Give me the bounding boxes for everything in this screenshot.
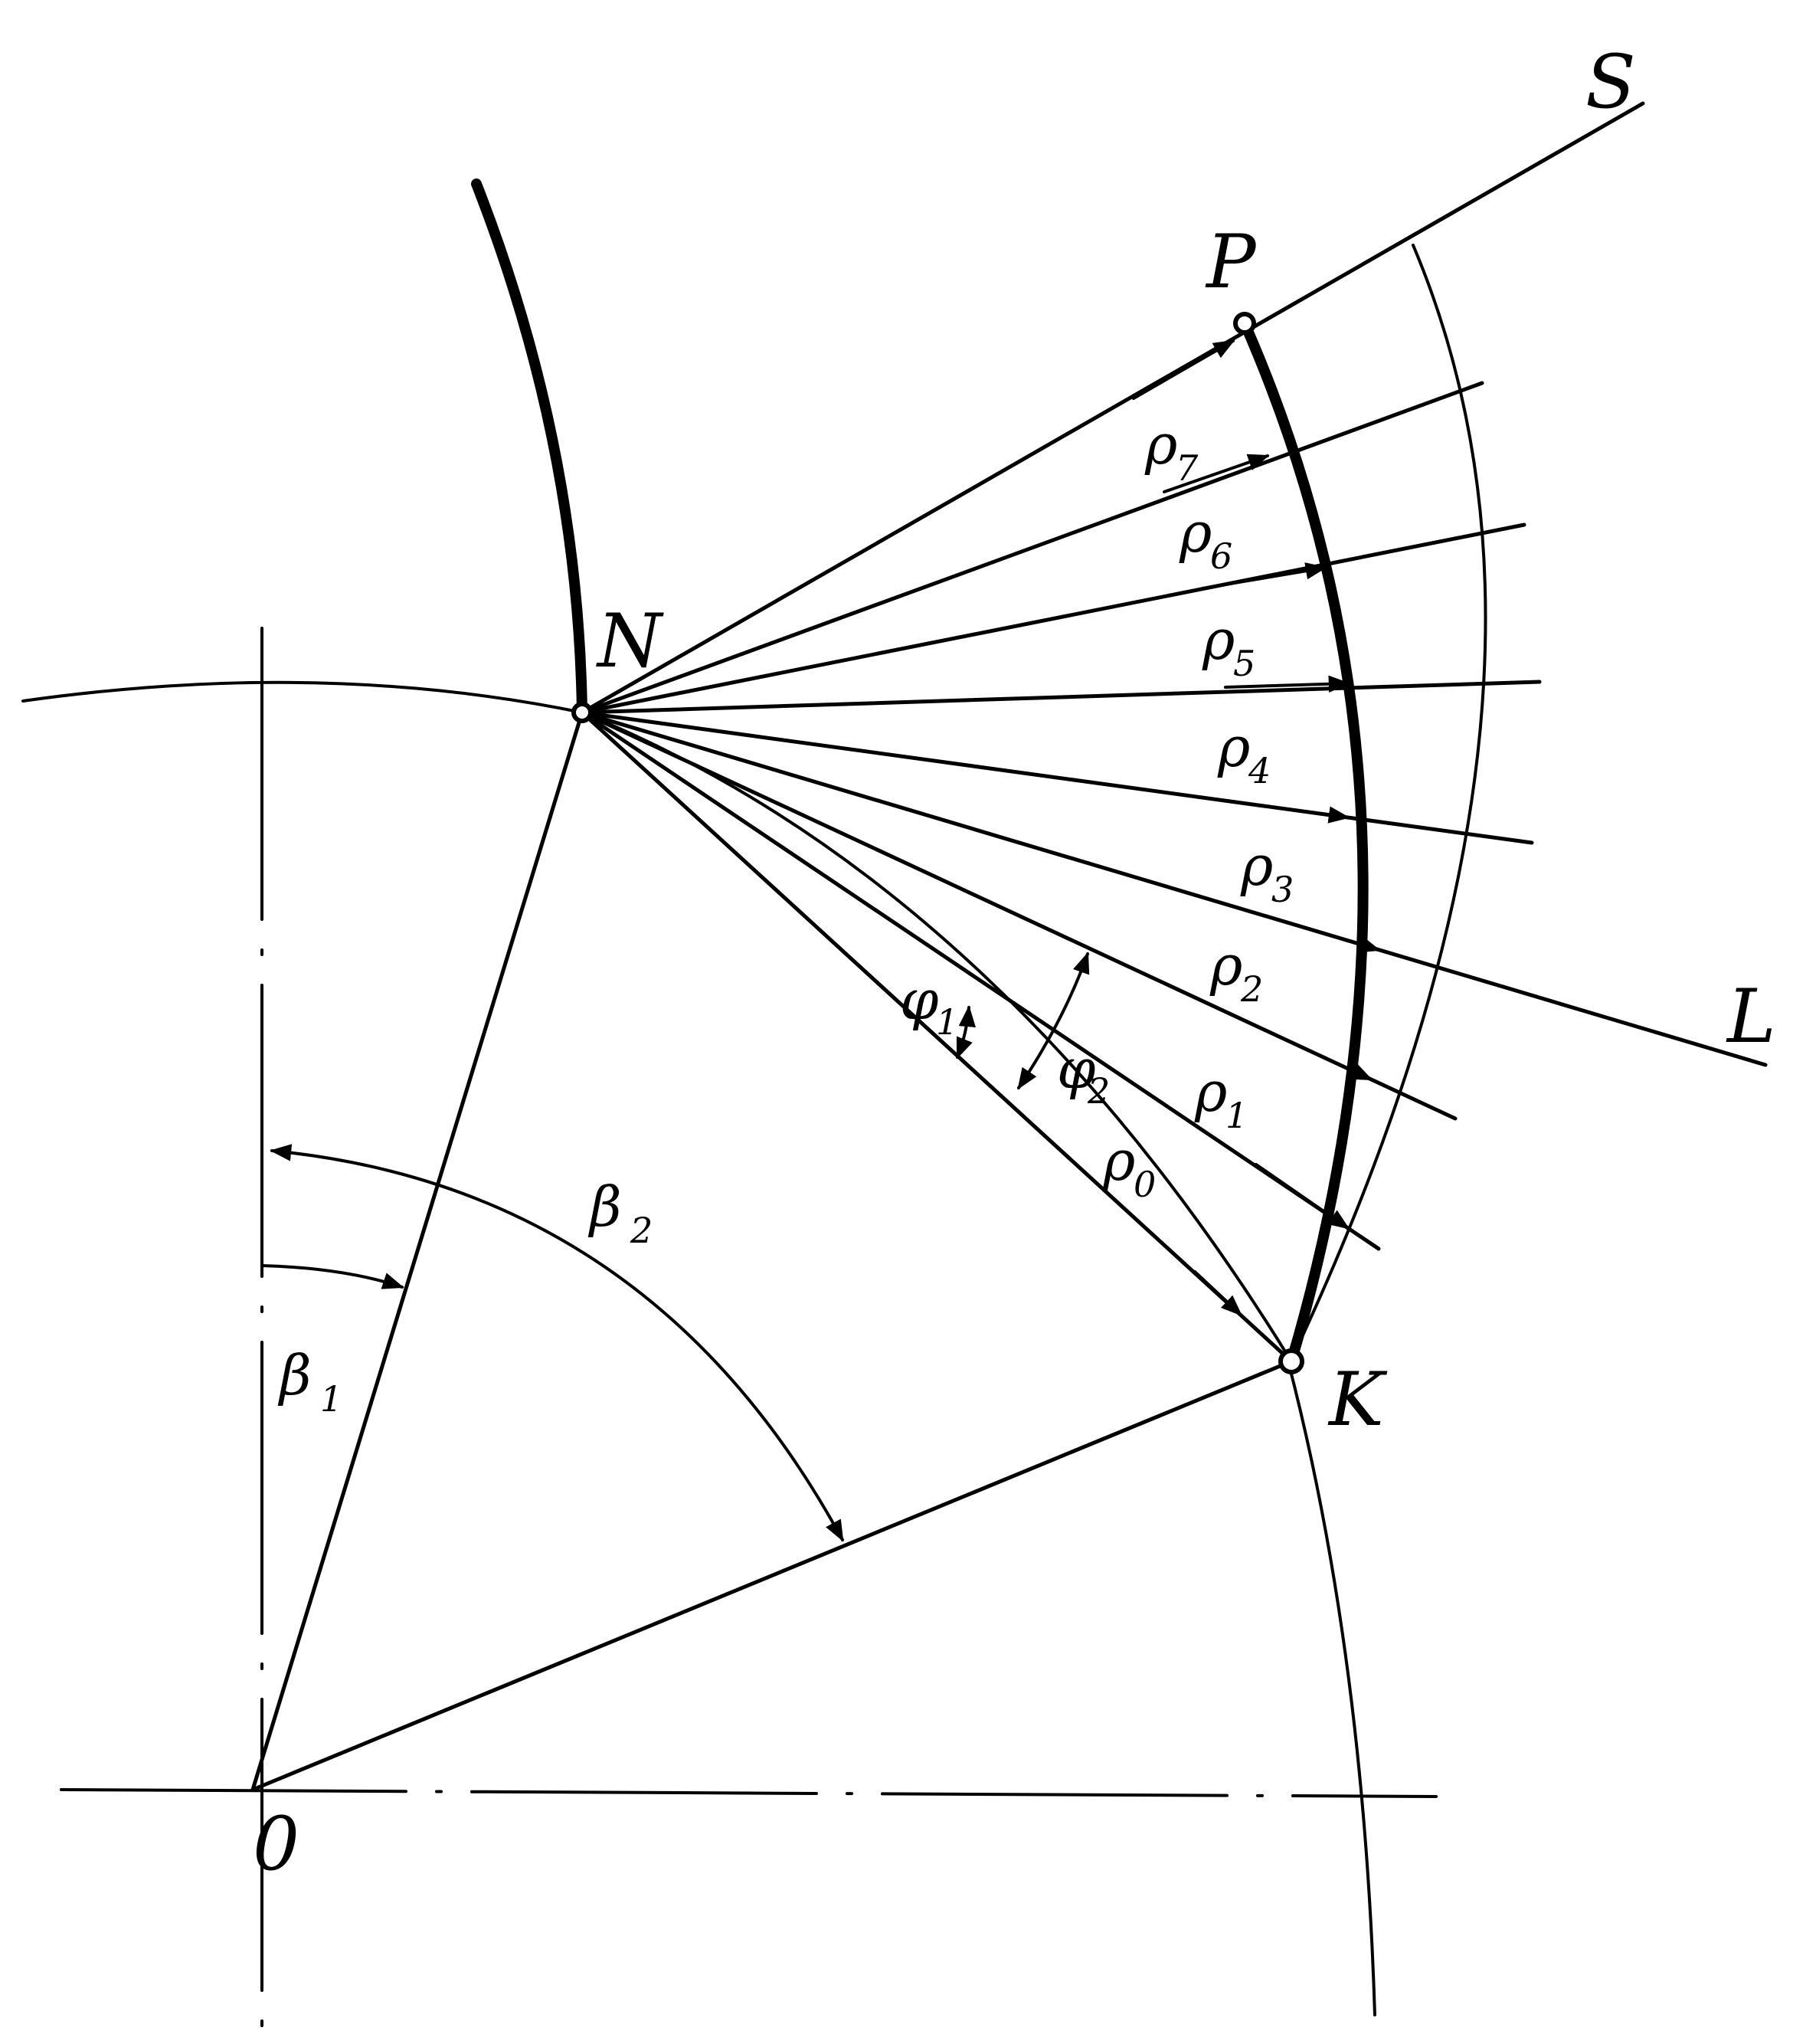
label-p: P	[1205, 219, 1257, 305]
rho-line-5	[580, 680, 1542, 715]
label-k: K	[1327, 1357, 1388, 1443]
rho-arrowheads	[1132, 339, 1381, 1316]
svg-text:0: 0	[1134, 1164, 1156, 1205]
svg-text:ρ: ρ	[1144, 412, 1177, 477]
label-rho-2: ρ 2	[1209, 933, 1263, 1010]
label-beta2: β 2	[587, 1174, 653, 1251]
beta2-arc	[270, 1144, 844, 1542]
rho-line-1	[580, 710, 1381, 1251]
svg-text:ρ: ρ	[1202, 608, 1235, 672]
rho-line-0	[580, 710, 1294, 1364]
circle-arc-through-k	[1285, 1354, 1376, 2016]
radius-o-n	[250, 710, 584, 1792]
label-rho-5: ρ 5	[1202, 608, 1255, 684]
label-n: N	[596, 598, 664, 684]
point-k	[1278, 1348, 1304, 1374]
label-rho-3: ρ 3	[1240, 834, 1294, 910]
label-o: 0	[253, 1801, 299, 1887]
radius-o-k	[250, 1359, 1294, 1792]
line-s	[580, 101, 1645, 715]
svg-text:φ: φ	[900, 968, 939, 1032]
svg-text:1: 1	[936, 1001, 958, 1043]
svg-text:ρ: ρ	[1179, 500, 1212, 565]
rho-fan	[580, 381, 1542, 1364]
label-rho-7: ρ 7	[1144, 412, 1199, 489]
svg-text:β: β	[277, 1343, 312, 1407]
label-rho-6: ρ 6	[1179, 500, 1232, 577]
svg-text:1: 1	[1225, 1095, 1248, 1136]
label-rho-1: ρ 1	[1194, 1060, 1248, 1136]
svg-text:ρ: ρ	[1240, 834, 1273, 898]
phi2-arc	[1017, 952, 1090, 1090]
point-p	[1233, 312, 1256, 335]
phi1-arc	[956, 1005, 977, 1060]
rho-line-7	[580, 381, 1484, 715]
horizontal-axis	[60, 1788, 1438, 1798]
svg-text:2: 2	[1240, 968, 1263, 1010]
circle-arc-through-n	[21, 680, 584, 714]
bold-curve-p-k	[1239, 318, 1369, 1367]
rho-line-6	[580, 522, 1526, 715]
outer-limit-arc	[1301, 244, 1487, 1338]
label-beta1: β 1	[277, 1343, 342, 1420]
svg-text:2: 2	[1087, 1070, 1110, 1112]
svg-text:ρ: ρ	[1102, 1128, 1135, 1193]
svg-text:2: 2	[630, 1210, 653, 1251]
svg-text:4: 4	[1248, 750, 1271, 791]
label-rho-0: ρ 0	[1102, 1128, 1156, 1205]
rho-line-4	[580, 710, 1534, 845]
bold-curve-left	[471, 179, 587, 718]
label-s: S	[1585, 39, 1636, 125]
svg-text:ρ: ρ	[1217, 715, 1250, 779]
label-l: L	[1726, 974, 1776, 1060]
point-n	[571, 702, 593, 723]
svg-text:7: 7	[1176, 447, 1199, 489]
svg-text:6: 6	[1210, 536, 1232, 577]
label-rho-4: ρ 4	[1217, 715, 1271, 791]
beta1-arc	[260, 1264, 404, 1289]
label-phi1: φ 1	[900, 968, 958, 1043]
svg-text:ρ: ρ	[1194, 1060, 1227, 1124]
svg-text:3: 3	[1271, 869, 1294, 910]
svg-text:β: β	[587, 1174, 622, 1239]
label-phi2: φ 2	[1057, 1037, 1110, 1112]
svg-text:5: 5	[1233, 643, 1255, 684]
svg-text:1: 1	[320, 1378, 342, 1420]
line-l	[580, 710, 1768, 1067]
svg-text:ρ: ρ	[1209, 933, 1242, 997]
svg-text:φ: φ	[1057, 1037, 1096, 1101]
